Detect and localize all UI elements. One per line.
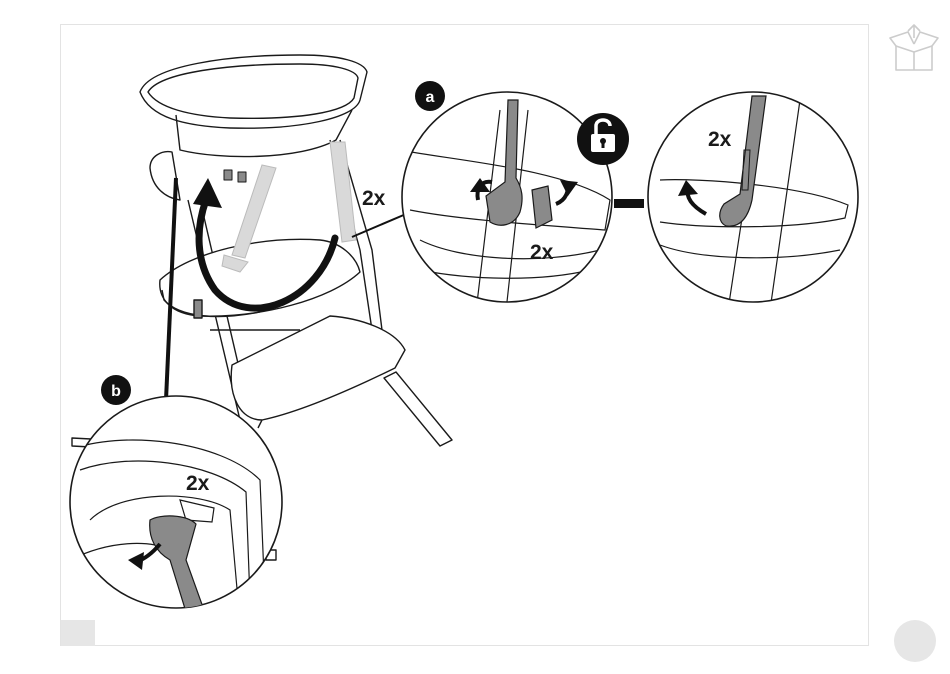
detail-a2-count-label: 2x [708, 128, 732, 151]
detail-a2-circle: 2x [648, 92, 858, 310]
main-count-label: 2x [362, 187, 386, 210]
detail-b-count-label: 2x [186, 472, 210, 495]
open-box-icon [886, 24, 942, 74]
callout-line-a [352, 214, 406, 237]
badge-b-text: b [111, 383, 121, 400]
page-marker-circle [894, 620, 936, 662]
badge-b: b [101, 375, 131, 405]
unlock-icon [577, 113, 629, 165]
connector-bar [614, 199, 644, 208]
detail-b-circle: 2x [70, 396, 282, 612]
detail-a-count-label: 2x [530, 241, 554, 264]
badge-a: a [415, 81, 445, 111]
detail-a-circle: 2x [400, 92, 612, 320]
page-marker-square [61, 620, 95, 646]
badge-a-text: a [426, 89, 435, 106]
